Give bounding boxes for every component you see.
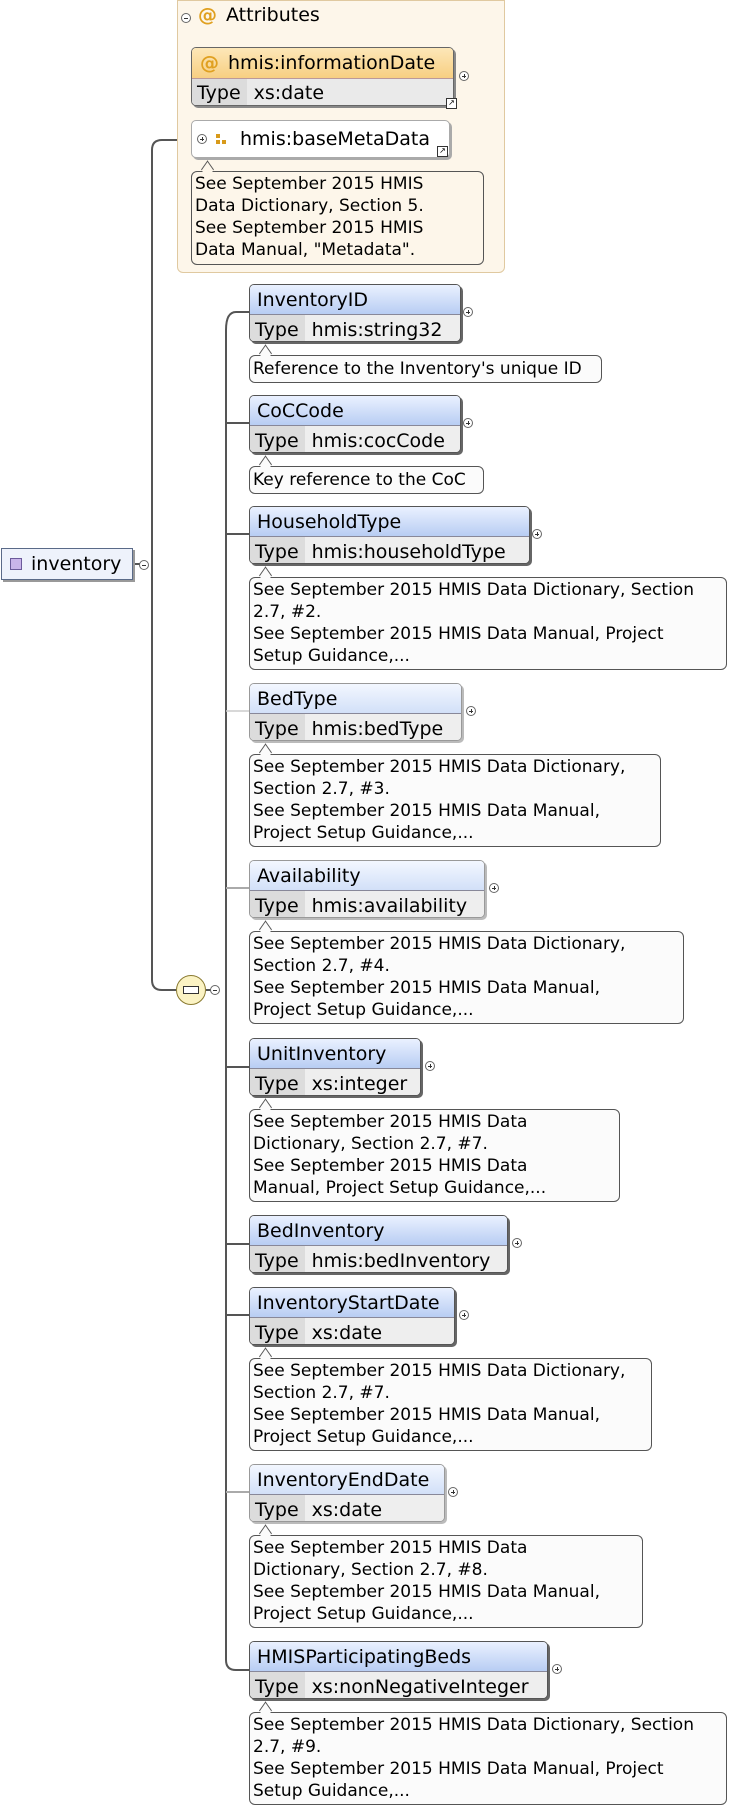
expand-icon[interactable]	[552, 1664, 562, 1674]
element-hmis-participating-beds[interactable]: HMISParticipatingBeds Type xs:nonNegative…	[249, 1641, 548, 1699]
type-label: Type	[192, 79, 247, 105]
element-coc-code[interactable]: CoCCode Type hmis:cocCode	[249, 395, 461, 453]
type-label: Type	[250, 1495, 305, 1521]
attribute-name: hmis:informationDate	[228, 52, 436, 74]
type-label: Type	[250, 714, 305, 740]
documentation-note: See September 2015 HMIS Data Dictionary,…	[249, 1535, 643, 1628]
element-household-type[interactable]: HouseholdType Type hmis:householdType	[249, 506, 530, 564]
expand-icon[interactable]	[463, 307, 473, 317]
type-label: Type	[250, 1672, 305, 1698]
element-inventory-end-date[interactable]: InventoryEndDate Type xs:date	[249, 1464, 445, 1522]
type-value: hmis:string32	[311, 318, 443, 341]
element-name: BedType	[250, 684, 461, 714]
expand-icon[interactable]	[512, 1238, 522, 1248]
attributes-header: @ Attributes	[198, 4, 320, 26]
element-availability[interactable]: Availability Type hmis:availability	[249, 860, 485, 918]
reference-arrow-icon: ↗	[446, 98, 457, 109]
type-value: xs:nonNegativeInteger	[311, 1675, 529, 1698]
reference-arrow-icon: ↗	[437, 146, 448, 157]
expand-icon[interactable]	[459, 1310, 469, 1320]
type-value: xs:date	[311, 1498, 383, 1521]
element-bed-type[interactable]: BedType Type hmis:bedType	[249, 683, 462, 741]
documentation-note: See September 2015 HMIS Data Dictionary,…	[249, 1109, 620, 1202]
attribute-group-icon	[216, 134, 226, 144]
expand-icon[interactable]	[459, 71, 469, 81]
element-unit-inventory[interactable]: UnitInventory Type xs:integer	[249, 1038, 421, 1096]
type-value: xs:date	[311, 1321, 383, 1344]
attribute-group-name: hmis:baseMetaData	[240, 128, 430, 150]
documentation-note: See September 2015 HMIS Data Dictionary,…	[249, 1358, 652, 1451]
expand-icon[interactable]	[197, 134, 207, 144]
type-value: xs:integer	[311, 1072, 408, 1095]
documentation-note: See September 2015 HMIS Data Dictionary,…	[249, 577, 727, 670]
documentation-note: Key reference to the CoC	[249, 466, 484, 494]
element-name: Availability	[250, 861, 484, 891]
expand-icon[interactable]	[448, 1487, 458, 1497]
collapse-attributes-icon[interactable]	[181, 13, 191, 23]
type-value: hmis:cocCode	[311, 429, 445, 452]
attribute-information-date[interactable]: @ hmis:informationDate Type xs:date	[191, 47, 454, 106]
element-bed-inventory[interactable]: BedInventory Type hmis:bedInventory	[249, 1215, 508, 1273]
type-value: hmis:bedType	[311, 717, 444, 740]
type-label: Type	[250, 891, 305, 917]
collapse-icon[interactable]	[139, 560, 149, 570]
documentation-note: Reference to the Inventory's unique ID	[249, 355, 602, 383]
collapse-sequence-icon[interactable]	[210, 985, 220, 995]
type-value: xs:date	[253, 82, 325, 104]
expand-icon[interactable]	[425, 1061, 435, 1071]
element-inventory-id[interactable]: InventoryID Type hmis:string32	[249, 284, 461, 342]
type-label: Type	[250, 1318, 305, 1344]
type-value: hmis:bedInventory	[311, 1249, 491, 1272]
element-icon	[10, 558, 22, 570]
element-name: HMISParticipatingBeds	[250, 1642, 547, 1672]
expand-icon[interactable]	[463, 418, 473, 428]
type-value: hmis:householdType	[311, 540, 506, 563]
documentation-note: See September 2015 HMIS Data Dictionary,…	[249, 754, 661, 847]
documentation-note: See September 2015 HMIS Data Dictionary,…	[249, 1712, 727, 1805]
attribute-at-icon: @	[198, 4, 217, 26]
type-label: Type	[250, 1246, 305, 1272]
attribute-group-base-metadata[interactable]: hmis:baseMetaData	[191, 120, 450, 158]
element-name: BedInventory	[250, 1216, 507, 1246]
type-label: Type	[250, 1069, 305, 1095]
element-name: InventoryEndDate	[250, 1465, 444, 1495]
element-name: CoCCode	[250, 396, 460, 426]
attributes-title: Attributes	[226, 4, 320, 26]
documentation-note: See September 2015 HMIS Data Dictionary,…	[249, 931, 684, 1024]
element-name: HouseholdType	[250, 507, 529, 537]
attribute-at-icon: @	[200, 52, 219, 74]
element-name: UnitInventory	[250, 1039, 420, 1069]
element-name: InventoryID	[250, 285, 460, 315]
type-label: Type	[250, 315, 305, 341]
expand-icon[interactable]	[532, 529, 542, 539]
root-element-label: inventory	[31, 553, 122, 575]
root-element-inventory[interactable]: inventory	[1, 548, 133, 580]
type-label: Type	[250, 537, 305, 563]
type-label: Type	[250, 426, 305, 452]
expand-icon[interactable]	[466, 706, 476, 716]
type-value: hmis:availability	[311, 894, 468, 917]
attributes-documentation-note: See September 2015 HMIS Data Dictionary,…	[191, 171, 484, 265]
expand-icon[interactable]	[489, 883, 499, 893]
element-inventory-start-date[interactable]: InventoryStartDate Type xs:date	[249, 1287, 455, 1345]
sequence-icon[interactable]	[176, 975, 206, 1005]
element-name: InventoryStartDate	[250, 1288, 454, 1318]
